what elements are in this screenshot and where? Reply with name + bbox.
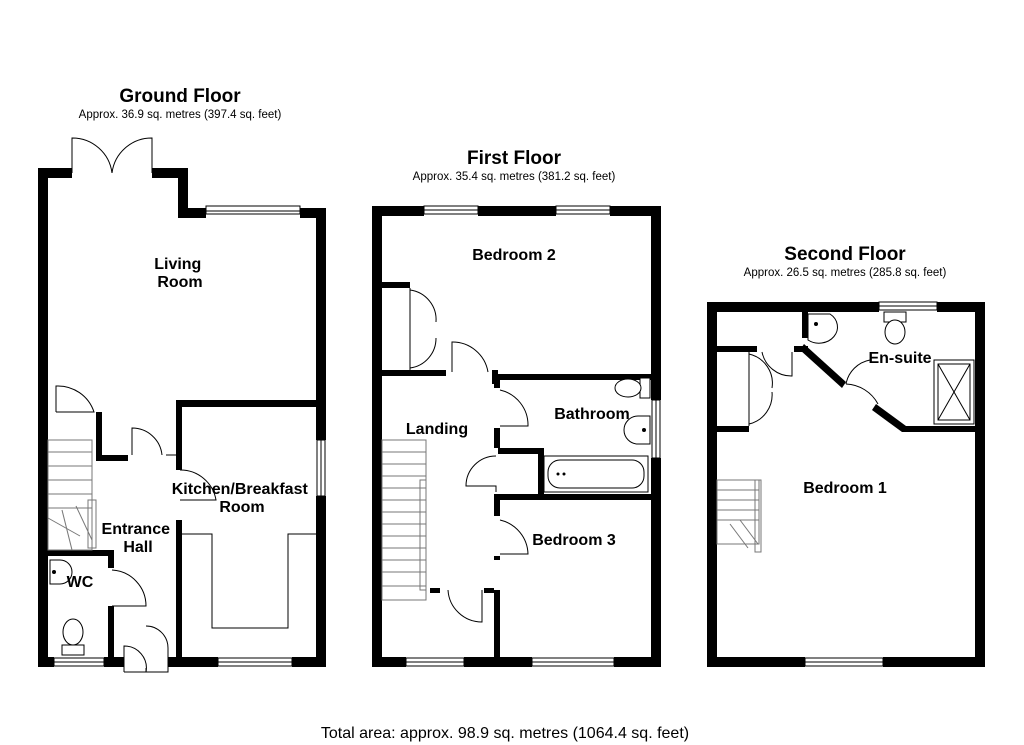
door-swing-icon: [179, 469, 217, 501]
ground-floor-doors: [55, 137, 217, 673]
door-swing-icon: [55, 385, 95, 413]
kitchen-units: [182, 533, 316, 629]
door-swing-icon: [447, 589, 483, 623]
entrance-hall-label: Entrance Hall: [102, 521, 175, 556]
first-floor-windows: [405, 205, 661, 667]
ensuite-label: En-suite: [868, 350, 931, 367]
ground-floor: Ground Floor Approx. 36.9 sq. metres (39…: [38, 86, 326, 673]
stairs-icon: [716, 479, 762, 553]
ground-floor-walls: [38, 168, 326, 667]
first-floor: First Floor Approx. 35.4 sq. metres (381…: [372, 148, 661, 667]
door-swing-icon: [845, 359, 871, 385]
toilet-icon: [61, 618, 85, 656]
toilet-icon: [883, 311, 907, 345]
ground-floor-title: Ground Floor: [119, 86, 241, 107]
bathroom-fixtures: [543, 377, 651, 493]
second-floor-walls: [707, 302, 985, 667]
stairs-icon: [381, 439, 427, 601]
door-swing-icon: [131, 427, 163, 456]
door-swing-icon: [499, 389, 529, 427]
first-floor-walls: [372, 206, 661, 667]
bath-icon: [543, 455, 649, 493]
second-floor: Second Floor Approx. 26.5 sq. metres (28…: [707, 244, 985, 667]
window-icon: [205, 205, 301, 215]
second-floor-title: Second Floor: [784, 244, 906, 265]
ground-floor-area: Approx. 36.9 sq. metres (397.4 sq. feet): [79, 109, 282, 121]
first-floor-doors: [409, 288, 529, 623]
sink-icon: [807, 313, 838, 344]
bathroom-label: Bathroom: [554, 406, 630, 423]
stairs-icon: [47, 439, 97, 551]
living-room-label: Living Room: [154, 256, 206, 291]
sink-icon: [623, 415, 651, 445]
shower-tray-icon: [933, 359, 975, 425]
door-swing-icon: [451, 341, 489, 373]
door-swing-icon: [111, 569, 147, 607]
bedroom3-label: Bedroom 3: [532, 532, 616, 549]
second-floor-area: Approx. 26.5 sq. metres (285.8 sq. feet): [744, 267, 947, 279]
wardrobe-icon: [409, 288, 437, 370]
second-floor-doors: [748, 351, 879, 426]
door-swing-icon: [845, 383, 879, 405]
sink-icon: [49, 559, 73, 585]
french-door-icon: [71, 137, 153, 174]
wc-label: WC: [67, 574, 94, 591]
total-area: Total area: approx. 98.9 sq. metres (106…: [321, 725, 689, 742]
first-floor-area: Approx. 35.4 sq. metres (381.2 sq. feet): [413, 171, 616, 183]
ground-floor-windows: [53, 205, 326, 667]
toilet-icon: [614, 377, 651, 399]
wc-fixtures: [49, 559, 85, 656]
first-floor-title: First Floor: [467, 148, 562, 169]
landing-label: Landing: [406, 421, 468, 438]
door-swing-icon: [499, 519, 529, 555]
bedroom1-label: Bedroom 1: [803, 480, 887, 497]
kitchen-label: Kitchen/Breakfast Room: [172, 481, 313, 516]
door-swing-icon: [123, 625, 169, 673]
wardrobe-icon: [748, 351, 793, 426]
door-swing-icon: [465, 455, 497, 492]
bedroom2-label: Bedroom 2: [472, 247, 556, 264]
ensuite-fixtures: [807, 311, 975, 425]
second-floor-windows: [804, 301, 938, 667]
